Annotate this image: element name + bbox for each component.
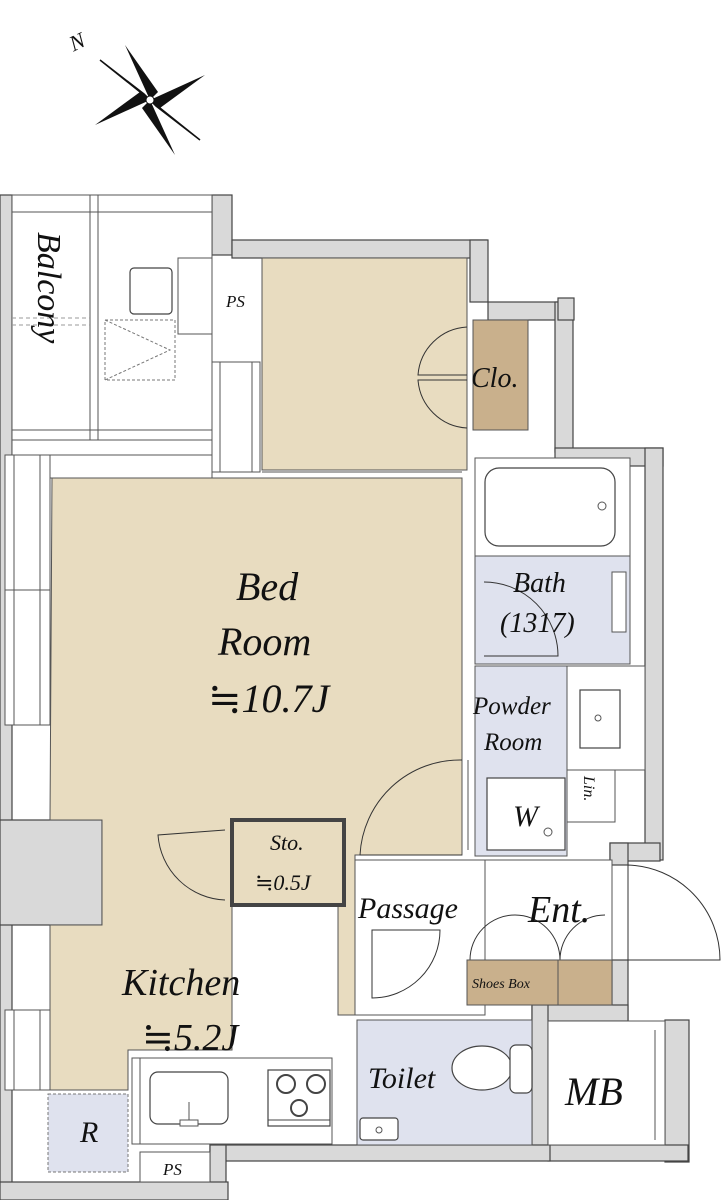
passage-label: Passage <box>357 892 458 925</box>
storage-floor <box>230 818 346 907</box>
shoes-box-label: Shoes Box <box>472 977 531 992</box>
refrigerator-label: R <box>79 1116 98 1149</box>
refrigerator-space <box>47 1093 129 1173</box>
bedroom-name-line2: Room <box>217 619 311 664</box>
closet-label: Clo. <box>471 363 518 394</box>
balcony-label: Balcony <box>30 232 67 344</box>
entrance-label: Ent. <box>527 889 590 931</box>
closet-floor <box>472 319 529 431</box>
toilet-sink-icon <box>359 1117 399 1141</box>
ps-bottom-label: PS <box>162 1160 182 1179</box>
bedroom-size: ≒10.7J <box>208 676 332 721</box>
kitchen-name: Kitchen <box>121 962 240 1004</box>
bath-door <box>483 581 559 657</box>
kitchen-size: ≒5.2J <box>142 1017 240 1059</box>
powder-name-line1: Powder <box>472 693 551 720</box>
bath-size: (1317) <box>500 608 575 639</box>
toilet-label: Toilet <box>368 1062 436 1095</box>
outer-walls <box>0 194 690 1200</box>
window-frames <box>4 361 261 1091</box>
bedroom-upper-floor <box>261 257 468 471</box>
toilet-bowl-icon <box>451 1044 533 1094</box>
powder-name-line2: Room <box>483 729 542 756</box>
bathtub-icon <box>484 467 616 547</box>
balcony-area <box>11 194 213 441</box>
entrance-floor <box>484 859 613 961</box>
washbasin-icon <box>579 689 621 749</box>
ps-top-label: PS <box>225 292 245 311</box>
bedroom-name-line1: Bed <box>236 564 299 609</box>
bedroom-door <box>359 759 463 856</box>
ps-bottom <box>139 1151 211 1183</box>
closet-doors <box>417 326 468 429</box>
storage-door <box>157 829 226 901</box>
linen-label: Lin. <box>580 775 597 801</box>
linen-shelf <box>566 769 616 823</box>
bath-name: Bath <box>513 568 566 599</box>
bath-floor <box>474 555 631 665</box>
storage-name: Sto. <box>270 830 304 855</box>
aircon-unit-icon <box>129 267 173 315</box>
north-label: N <box>64 27 90 57</box>
gas-stove-icon <box>267 1069 331 1127</box>
passage-door <box>371 929 441 999</box>
mb-label: MB <box>564 1069 623 1114</box>
passage-floor <box>354 859 486 1016</box>
washer-label: W <box>513 800 541 833</box>
shoes-box <box>466 959 613 1006</box>
entrance-door <box>627 864 721 961</box>
shoes-box-doors <box>469 914 606 961</box>
washer-pan-icon <box>486 777 566 851</box>
compass-rose-icon <box>95 45 205 155</box>
storage-size: ≒0.5J <box>255 870 312 895</box>
mb-closet <box>547 1020 666 1146</box>
